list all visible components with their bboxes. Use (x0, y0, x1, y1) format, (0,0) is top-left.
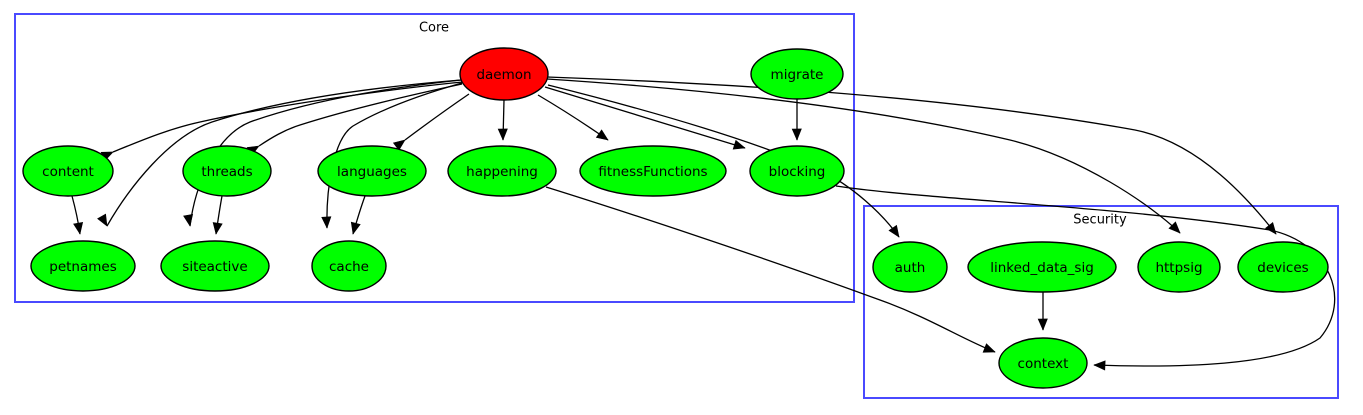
node-languages[interactable]: languages (317, 145, 427, 197)
node-threads[interactable]: threads (182, 145, 272, 197)
node-ellipse-context[interactable] (998, 337, 1088, 389)
edge-arrowhead (595, 129, 609, 141)
node-ellipse-threads[interactable] (182, 145, 272, 197)
edge-line (326, 82, 463, 229)
edge-daemon-to-fitnessFunctions (537, 94, 609, 141)
edge-arrowhead (791, 128, 802, 141)
edges-layer (71, 76, 1336, 371)
node-devices[interactable]: devices (1237, 241, 1329, 293)
edge-arrowhead (1168, 221, 1181, 234)
edge-threads-to-siteactive (212, 195, 223, 235)
node-ellipse-happening[interactable] (447, 145, 557, 197)
edge-daemon-to-content (100, 81, 464, 162)
node-ellipse-cache[interactable] (311, 240, 387, 292)
edge-migrate-to-blocking (791, 99, 802, 141)
node-context[interactable]: context (998, 337, 1088, 389)
cluster-box-security (863, 205, 1339, 399)
node-migrate[interactable]: migrate (750, 48, 844, 100)
node-cache[interactable]: cache (311, 240, 387, 292)
edge-languages-to-cache (350, 195, 366, 235)
edge-daemon-to-petnames (97, 79, 462, 227)
edge-content-to-petnames (71, 195, 84, 235)
node-ellipse-devices[interactable] (1237, 241, 1329, 293)
node-blocking[interactable]: blocking (749, 145, 845, 197)
edge-arrowhead (732, 139, 746, 150)
node-daemon[interactable]: daemon (459, 47, 549, 101)
node-fitnessFunctions[interactable]: fitnessFunctions (579, 145, 727, 197)
edge-daemon-to-blocking (544, 86, 746, 150)
node-ellipse-petnames[interactable] (30, 240, 136, 292)
node-auth[interactable]: auth (872, 241, 948, 293)
edge-line (546, 78, 1181, 234)
edge-linked_data_sig-to-context (1037, 292, 1048, 331)
cluster-security: Security (863, 205, 1339, 399)
node-happening[interactable]: happening (447, 145, 557, 197)
edge-arrowhead (1037, 318, 1048, 331)
edge-line (545, 186, 996, 353)
edge-line (546, 76, 1277, 235)
cluster-label-core: Core (419, 21, 449, 36)
edge-arrowhead (97, 213, 108, 227)
edge-arrowhead (212, 222, 223, 235)
node-petnames[interactable]: petnames (30, 240, 136, 292)
edge-line (112, 81, 464, 153)
edge-line (106, 79, 462, 227)
edge-arrowhead (1265, 222, 1277, 235)
edge-daemon-to-happening (497, 99, 508, 141)
node-linked_data_sig[interactable]: linked_data_sig (967, 241, 1117, 293)
edge-arrowhead (321, 216, 332, 229)
edge-arrowhead (183, 214, 194, 227)
edge-arrowhead (982, 343, 996, 353)
node-ellipse-auth[interactable] (872, 241, 948, 293)
node-ellipse-httpsig[interactable] (1137, 241, 1221, 293)
node-ellipse-content[interactable] (22, 145, 114, 197)
edge-daemon-to-httpsig (546, 78, 1181, 234)
node-ellipse-linked_data_sig[interactable] (967, 241, 1117, 293)
nodes-layer: daemon migrate content threads languages happ… (22, 47, 1329, 389)
cluster-box-core (14, 13, 855, 303)
node-ellipse-migrate[interactable] (750, 48, 844, 100)
edge-arrowhead (888, 224, 900, 238)
edge-arrowhead (350, 221, 361, 235)
edge-arrowhead (1093, 360, 1106, 371)
node-ellipse-fitnessFunctions[interactable] (579, 145, 727, 197)
node-ellipse-blocking[interactable] (749, 145, 845, 197)
edge-happening-to-context (545, 186, 996, 353)
node-content[interactable]: content (22, 145, 114, 197)
cluster-label-security: Security (1073, 213, 1127, 228)
node-httpsig[interactable]: httpsig (1137, 241, 1221, 293)
node-siteactive[interactable]: siteactive (160, 240, 270, 292)
edge-arrowhead (392, 139, 406, 151)
edge-line (537, 94, 609, 141)
edge-daemon-to-cache (321, 82, 463, 229)
edge-line (544, 86, 746, 149)
edge-line (258, 83, 463, 147)
edge-line (404, 93, 470, 141)
node-ellipse-daemon[interactable] (459, 47, 549, 101)
node-ellipse-siteactive[interactable] (160, 240, 270, 292)
edge-arrowhead (73, 222, 84, 235)
node-ellipse-languages[interactable] (317, 145, 427, 197)
cluster-core: Core (14, 13, 855, 303)
edge-daemon-to-languages (392, 93, 470, 151)
edge-arrowhead (497, 128, 508, 141)
